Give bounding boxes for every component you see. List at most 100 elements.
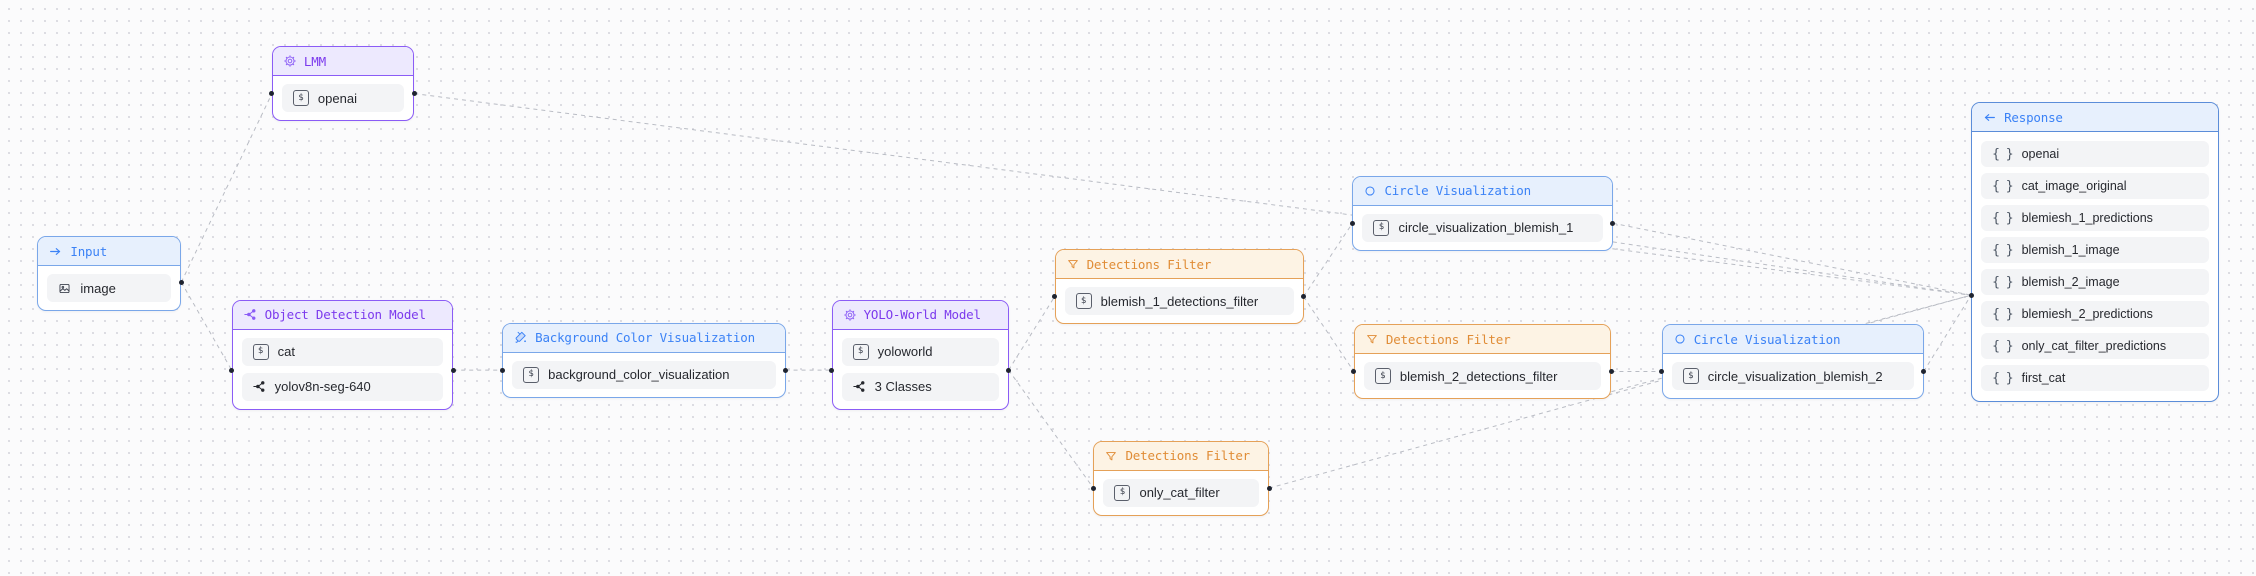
response-item[interactable]: { } openai (1981, 141, 2209, 168)
node-circle-visualization-blemish-1[interactable]: Circle Visualization$circle_visualizatio… (1352, 175, 1613, 251)
gear-icon (843, 308, 856, 321)
gear-icon (284, 55, 296, 67)
node-header: Input (38, 237, 181, 267)
node-header: Object Detection Model (232, 300, 453, 330)
connection-handle[interactable] (1052, 294, 1058, 300)
node-row[interactable]: yolov8n-seg-640 (241, 372, 444, 401)
node-row[interactable]: 3 Classes (841, 372, 999, 401)
node-detections-filter-blemish-1[interactable]: Detections Filter $blemish_1_detections_f… (1054, 249, 1304, 325)
row-label: openai (2021, 146, 2060, 161)
connection-handle[interactable] (499, 367, 505, 373)
node-header: Response (1972, 103, 2218, 133)
node-circle-visualization-blemish-2[interactable]: Circle Visualization $circle_visualizatio… (1661, 324, 1924, 399)
node-response[interactable]: Response{ }openai{ }cat_image_original{ … (1971, 102, 2219, 403)
connection-handle[interactable] (783, 367, 789, 373)
node-header: Detections Filter (1354, 325, 1611, 354)
connection-handle[interactable] (1610, 220, 1616, 226)
dollar-box-icon: $ (1373, 219, 1390, 236)
node-lmm[interactable]: LMM $openai (271, 46, 415, 122)
connection-handle[interactable] (1006, 367, 1012, 373)
node-row[interactable]: $blemish_1_detections_filter (1064, 287, 1294, 316)
node-title: Detections Filter (1385, 331, 1511, 347)
node-yolo-world-model[interactable]: YOLO-World Model $yoloworld 3 Classes (831, 299, 1009, 410)
row-label: blemiesh_1_predictions (2021, 210, 2153, 225)
node-row[interactable]: $circle_visualization_blemish_2 (1671, 362, 1914, 390)
connection-handle[interactable] (1301, 294, 1307, 300)
response-item[interactable]: { } blemiesh_2_predictions (1981, 301, 2209, 328)
node-detections-filter-blemish-2[interactable]: Detections Filter $blemish_2_detections_f… (1353, 324, 1612, 399)
node-row[interactable]: $openai (281, 84, 405, 113)
arrow-left-icon (1983, 111, 1996, 124)
response-item[interactable]: { }only_cat_filter_predictions (1981, 333, 2209, 360)
node-row[interactable]: $cat (241, 337, 444, 366)
node-title: Circle Visualization (1693, 331, 1841, 347)
node-row[interactable]: $ circle_visualization_blemish_1 (1362, 213, 1603, 242)
connection-handle[interactable] (450, 367, 456, 373)
response-item[interactable]: { }blemish_2_image (1981, 269, 2209, 296)
funnel-icon (1105, 450, 1117, 462)
node-row[interactable]: $only_cat_filter (1103, 478, 1259, 507)
edge (1613, 242, 1971, 295)
node-header: Background Color Visualization (503, 323, 785, 353)
node-header: Detections Filter (1094, 441, 1268, 471)
node-body: $yoloworld 3 Classes (833, 330, 1008, 409)
response-item[interactable]: { }first_cat (1981, 365, 2209, 392)
connection-handle[interactable] (1968, 292, 1974, 298)
node-title: YOLO-World Model (863, 307, 981, 323)
connection-handle[interactable] (411, 91, 417, 97)
response-item[interactable]: { }blemish_1_image (1981, 237, 2209, 264)
node-body: $blemish_1_detections_filter (1056, 279, 1303, 323)
node-header: LMM (272, 47, 414, 77)
row-label: 3 Classes (874, 379, 932, 395)
braces-icon: { } (1992, 178, 2014, 194)
connection-handle[interactable] (269, 91, 275, 97)
response-item[interactable]: { } blemiesh_1_predictions (1981, 205, 2209, 232)
row-label: blemish_2_image (2021, 274, 2120, 289)
node-title: Input (70, 243, 108, 259)
braces-icon: { } (1992, 306, 2014, 322)
edge (1924, 295, 1971, 371)
connection-handle[interactable] (178, 279, 184, 285)
response-item[interactable]: { }cat_image_original (1981, 173, 2209, 200)
braces-icon: { } (1992, 370, 2014, 386)
node-object-detection-model[interactable]: Object Detection Model $cat yolov8n-seg-64… (231, 299, 454, 410)
edge (181, 282, 231, 370)
connection-handle[interactable] (1608, 369, 1614, 375)
braces-icon: { } (1992, 210, 2014, 226)
row-label: only_cat_filter_predictions (2021, 338, 2167, 353)
connection-handle[interactable] (1921, 369, 1927, 375)
node-input[interactable]: Input image (37, 236, 182, 312)
node-body: $ circle_visualization_blemish_1 (1353, 206, 1611, 250)
row-label: blemiesh_2_predictions (2021, 306, 2153, 321)
node-body: $blemish_2_detections_filter (1355, 354, 1611, 398)
connection-handle[interactable] (1266, 485, 1272, 491)
node-body: $cat yolov8n-seg-640 (233, 330, 453, 409)
paint-icon (514, 331, 527, 344)
node-row[interactable]: $yoloworld (841, 337, 999, 366)
funnel-icon (1366, 333, 1378, 345)
connection-handle[interactable] (1659, 369, 1665, 375)
dollar-box-icon: $ (852, 343, 869, 360)
row-label: blemish_1_detections_filter (1100, 293, 1259, 309)
node-row[interactable]: $background_color_visualization (512, 360, 776, 389)
row-label: circle_visualization_blemish_1 (1398, 220, 1574, 236)
node-header: Detections Filter (1055, 250, 1303, 280)
connection-handle[interactable] (1090, 485, 1096, 491)
edge (1009, 370, 1094, 488)
edge (1009, 297, 1055, 370)
model-graph-icon (243, 308, 257, 321)
node-header: Circle Visualization (1662, 325, 1923, 354)
connection-handle[interactable] (229, 367, 235, 373)
node-title: Detections Filter (1086, 256, 1212, 272)
funnel-icon (1067, 258, 1079, 270)
braces-icon: { } (1992, 146, 2014, 162)
node-row[interactable]: image (47, 274, 172, 303)
node-background-color-visualization[interactable]: Background Color Visualization $backgroun… (502, 322, 786, 398)
node-detections-filter-only-cat[interactable]: Detections Filter $only_cat_filter (1093, 440, 1269, 516)
connection-handle[interactable] (1349, 220, 1355, 226)
connection-handle[interactable] (829, 367, 835, 373)
node-row[interactable]: $blemish_2_detections_filter (1363, 362, 1602, 390)
connection-handle[interactable] (1351, 369, 1357, 375)
edge (1613, 223, 1971, 295)
